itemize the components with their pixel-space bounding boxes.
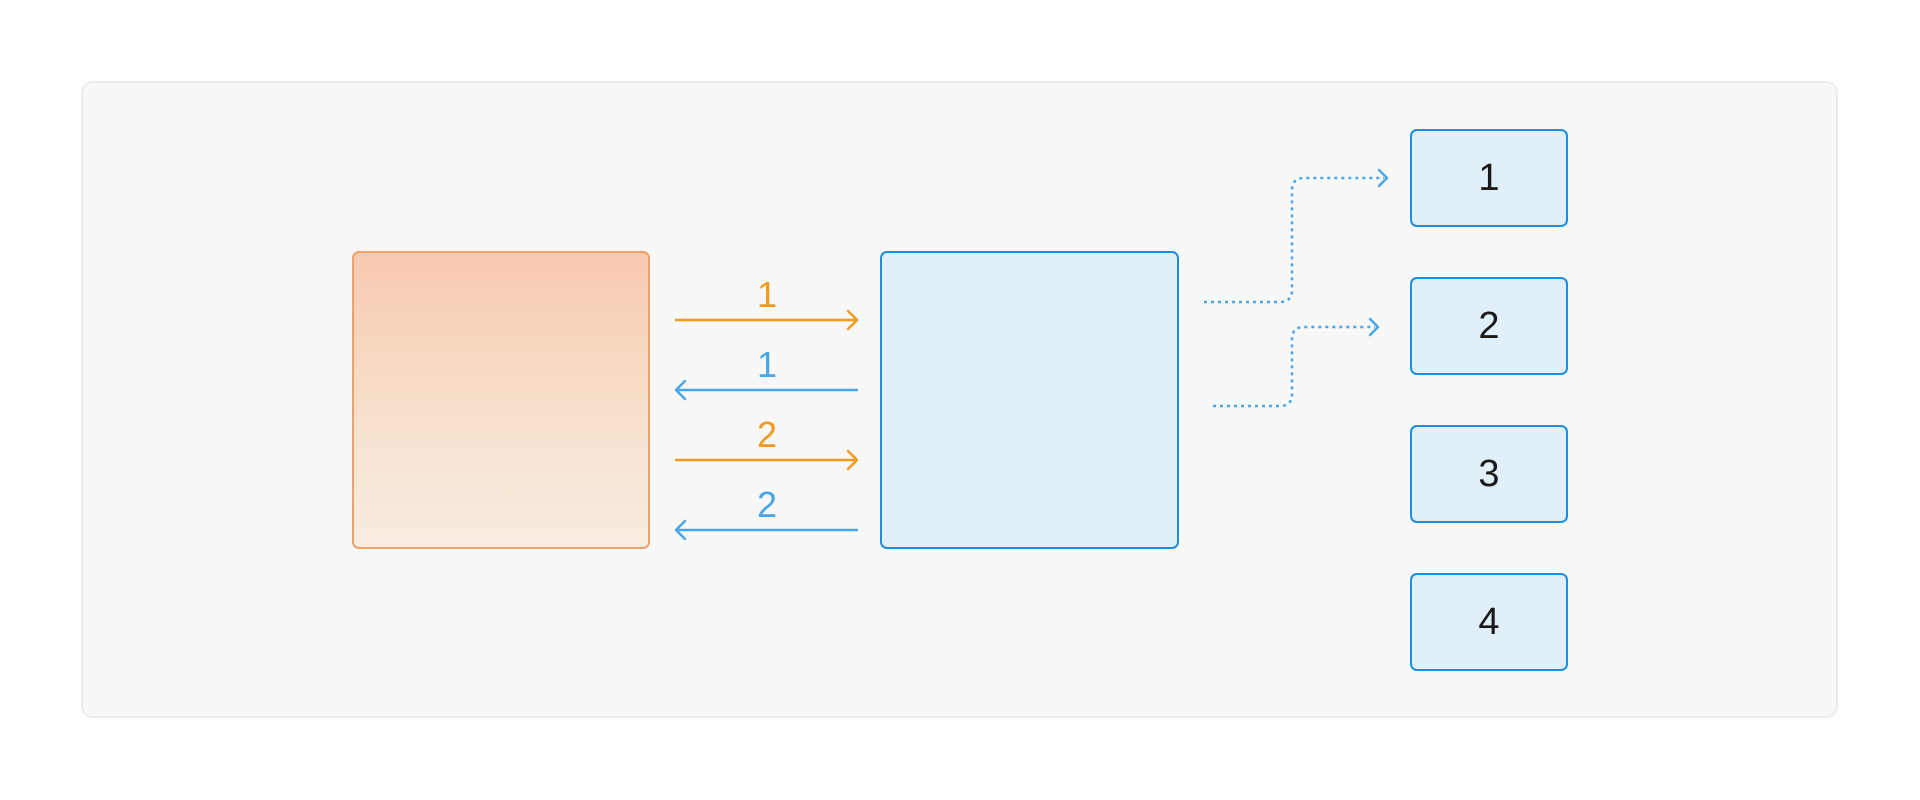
worker-box-3: 3 — [1410, 425, 1568, 523]
worker-label-2: 2 — [1478, 304, 1500, 347]
worker-box-4: 4 — [1410, 573, 1568, 671]
server-box — [880, 251, 1179, 549]
request-label-1: 1 — [756, 274, 778, 315]
worker-box-1: 1 — [1410, 129, 1568, 227]
response-label-2: 2 — [756, 484, 778, 525]
client-box — [352, 251, 650, 549]
request-label-2: 2 — [756, 414, 778, 455]
worker-box-2: 2 — [1410, 277, 1568, 375]
response-label-1: 1 — [756, 344, 778, 385]
worker-label-4: 4 — [1478, 600, 1500, 643]
worker-label-1: 1 — [1478, 156, 1500, 199]
worker-label-3: 3 — [1478, 452, 1500, 495]
